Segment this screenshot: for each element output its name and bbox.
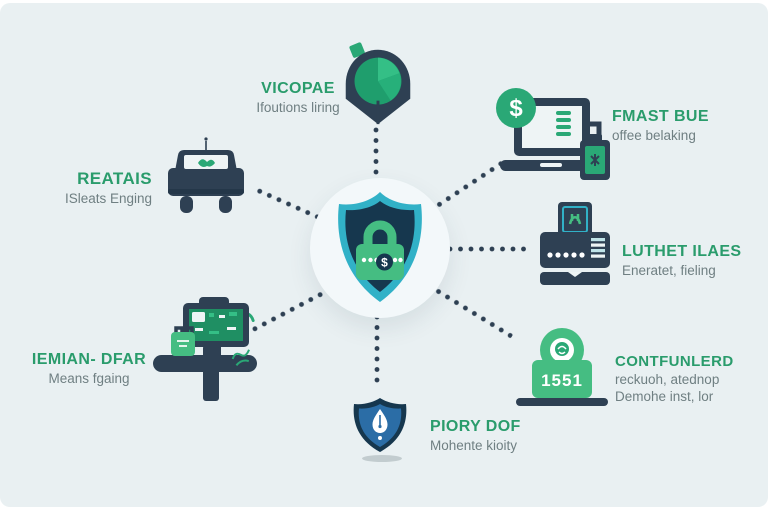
node-bottom-label: PIORY DOF Mohente kioity (430, 418, 576, 455)
node-top-right-label: FMAST BUE offee belaking (612, 108, 764, 145)
node-bottom-left-label: IEMIAN- DFAR Means fgaing (22, 351, 156, 388)
hub-dollar-glyph: $ (381, 256, 388, 270)
camera-rig-icon (153, 297, 257, 401)
node-left-subtitle: ISleats Enging (64, 190, 152, 206)
padlock-icon: 1551 (516, 328, 608, 406)
padlock-code: 1551 (541, 371, 583, 390)
node-top-label: VICOPAE Ifoutions liring (228, 80, 368, 117)
node-top-right-subtitle: offee belaking (612, 128, 696, 144)
node-right-label: LUTHET ILAES Eneratet, fieling (622, 243, 768, 280)
printer-icon (540, 202, 610, 285)
node-bottom-subtitle: Mohente kioity (430, 438, 518, 454)
node-bottom-right-subtitle2: Demohe inst, lor (615, 388, 714, 404)
node-top-title: VICOPAE (261, 80, 335, 97)
connector-bottom (374, 314, 380, 388)
car-icon (168, 137, 244, 213)
connector-top (373, 127, 379, 185)
connector-right (447, 246, 527, 252)
node-right-subtitle: Eneratet, fieling (622, 263, 716, 279)
hub-circle: $ (310, 178, 450, 318)
node-top-right-title: FMAST BUE (612, 108, 709, 125)
map-pin-pie-icon (345, 42, 411, 125)
laptop-dollar-icon: $ (496, 88, 610, 180)
node-bottom-left-title: IEMIAN- DFAR (31, 351, 147, 368)
node-left-label: REATAIS ISleats Enging (18, 169, 152, 207)
security-shield-icon (353, 398, 407, 452)
node-top-subtitle: Ifoutions liring (256, 100, 340, 116)
shield-lock-icon: $ (338, 192, 422, 302)
node-bottom-left-subtitle: Means fgaing (48, 371, 130, 387)
node-bottom-right-subtitle: reckuoh, atednop (615, 372, 720, 388)
node-bottom-title: PIORY DOF (430, 418, 521, 435)
node-bottom-right-label: CONTFUNLERD reckuoh, atednop Demohe inst… (615, 353, 767, 405)
coin-dollar-glyph: $ (509, 95, 523, 122)
shield-shadow (362, 455, 402, 462)
node-bottom-right-title: CONTFUNLERD (615, 353, 734, 370)
node-left-title: REATAIS (77, 169, 152, 188)
node-right-title: LUTHET ILAES (622, 243, 742, 260)
